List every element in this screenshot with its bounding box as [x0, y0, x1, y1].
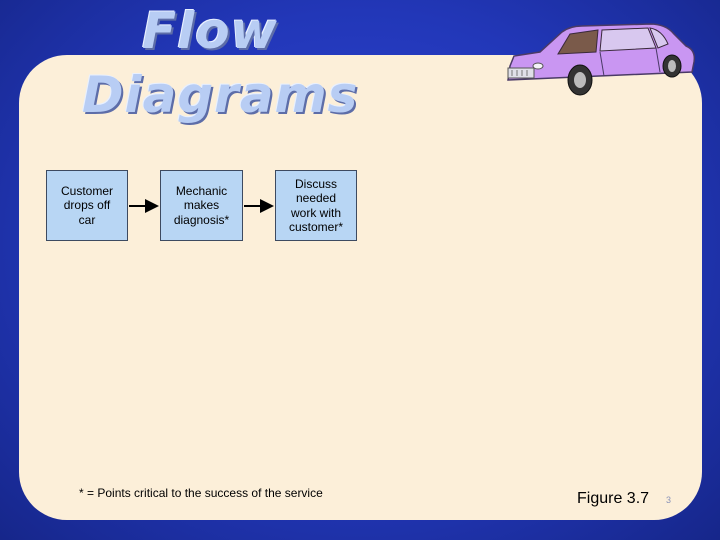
step-text: Discuss — [294, 176, 337, 191]
arrow-right-icon — [244, 199, 274, 213]
flow-step-customer-drops-off: Customer drops off car — [46, 170, 128, 241]
arrow-right-icon — [129, 199, 159, 213]
page-number: 3 — [666, 495, 672, 505]
slide-title-line-1: Flow — [142, 2, 278, 60]
step-text: car — [78, 212, 96, 227]
slide-title-line-2: Diagrams — [82, 66, 359, 124]
step-text: Mechanic — [175, 183, 228, 198]
step-text: customer* — [288, 220, 344, 234]
step-text: work with — [290, 205, 341, 220]
content-panel — [19, 55, 702, 520]
flow-step-mechanic-diagnosis: Mechanic makes diagnosis* — [160, 170, 243, 241]
step-text: makes — [183, 198, 220, 213]
car-illustration-icon — [507, 23, 696, 96]
footnote: * = Points critical to the success of th… — [79, 486, 323, 500]
figure-label: Figure 3.7 — [577, 490, 650, 507]
flow-step-discuss-work: Discuss needed work with customer* — [275, 170, 357, 241]
step-text: drops off — [63, 198, 111, 213]
step-text: needed — [295, 191, 337, 205]
step-text: Customer — [60, 183, 113, 198]
step-text: diagnosis* — [173, 212, 230, 227]
